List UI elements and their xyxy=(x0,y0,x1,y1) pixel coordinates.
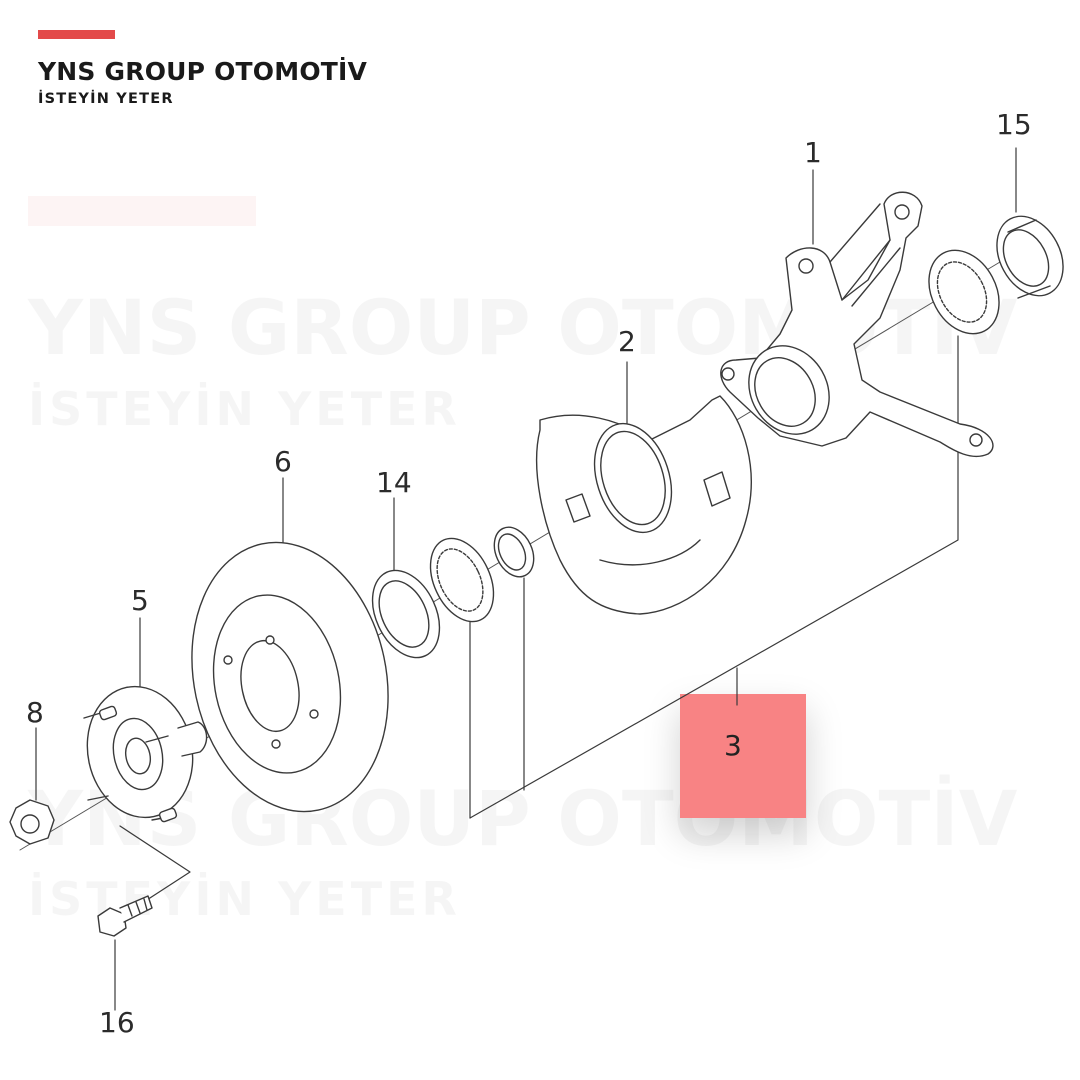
callout-6: 6 xyxy=(274,445,292,478)
dust-shield xyxy=(535,395,752,615)
callout-14: 14 xyxy=(376,466,412,499)
hub-nut xyxy=(9,799,55,845)
outer-bearing xyxy=(429,537,495,623)
highlight-box xyxy=(680,694,806,818)
hub-flange xyxy=(83,685,208,823)
callout-15: 15 xyxy=(996,108,1032,141)
spacer-sleeve xyxy=(493,526,535,578)
callout-8: 8 xyxy=(26,696,44,729)
brand-tagline: İSTEYİN YETER xyxy=(38,91,174,107)
watermark-bar xyxy=(28,196,256,226)
callout-5: 5 xyxy=(131,584,149,617)
outer-race xyxy=(371,569,441,659)
inner-bearing xyxy=(928,249,1000,335)
callout-16: 16 xyxy=(99,1006,135,1039)
brand-accent-bar xyxy=(38,30,115,39)
brand-name: YNS GROUP OTOMOTİV xyxy=(38,57,368,86)
callout-1: 1 xyxy=(804,136,822,169)
callout-3: 3 xyxy=(724,729,742,762)
callout-2: 2 xyxy=(618,325,636,358)
seal-ring xyxy=(996,215,1064,299)
wheel-bolt xyxy=(97,895,153,937)
steering-knuckle xyxy=(720,191,994,458)
brake-disc xyxy=(191,541,389,813)
leader-lines xyxy=(35,147,1017,1011)
